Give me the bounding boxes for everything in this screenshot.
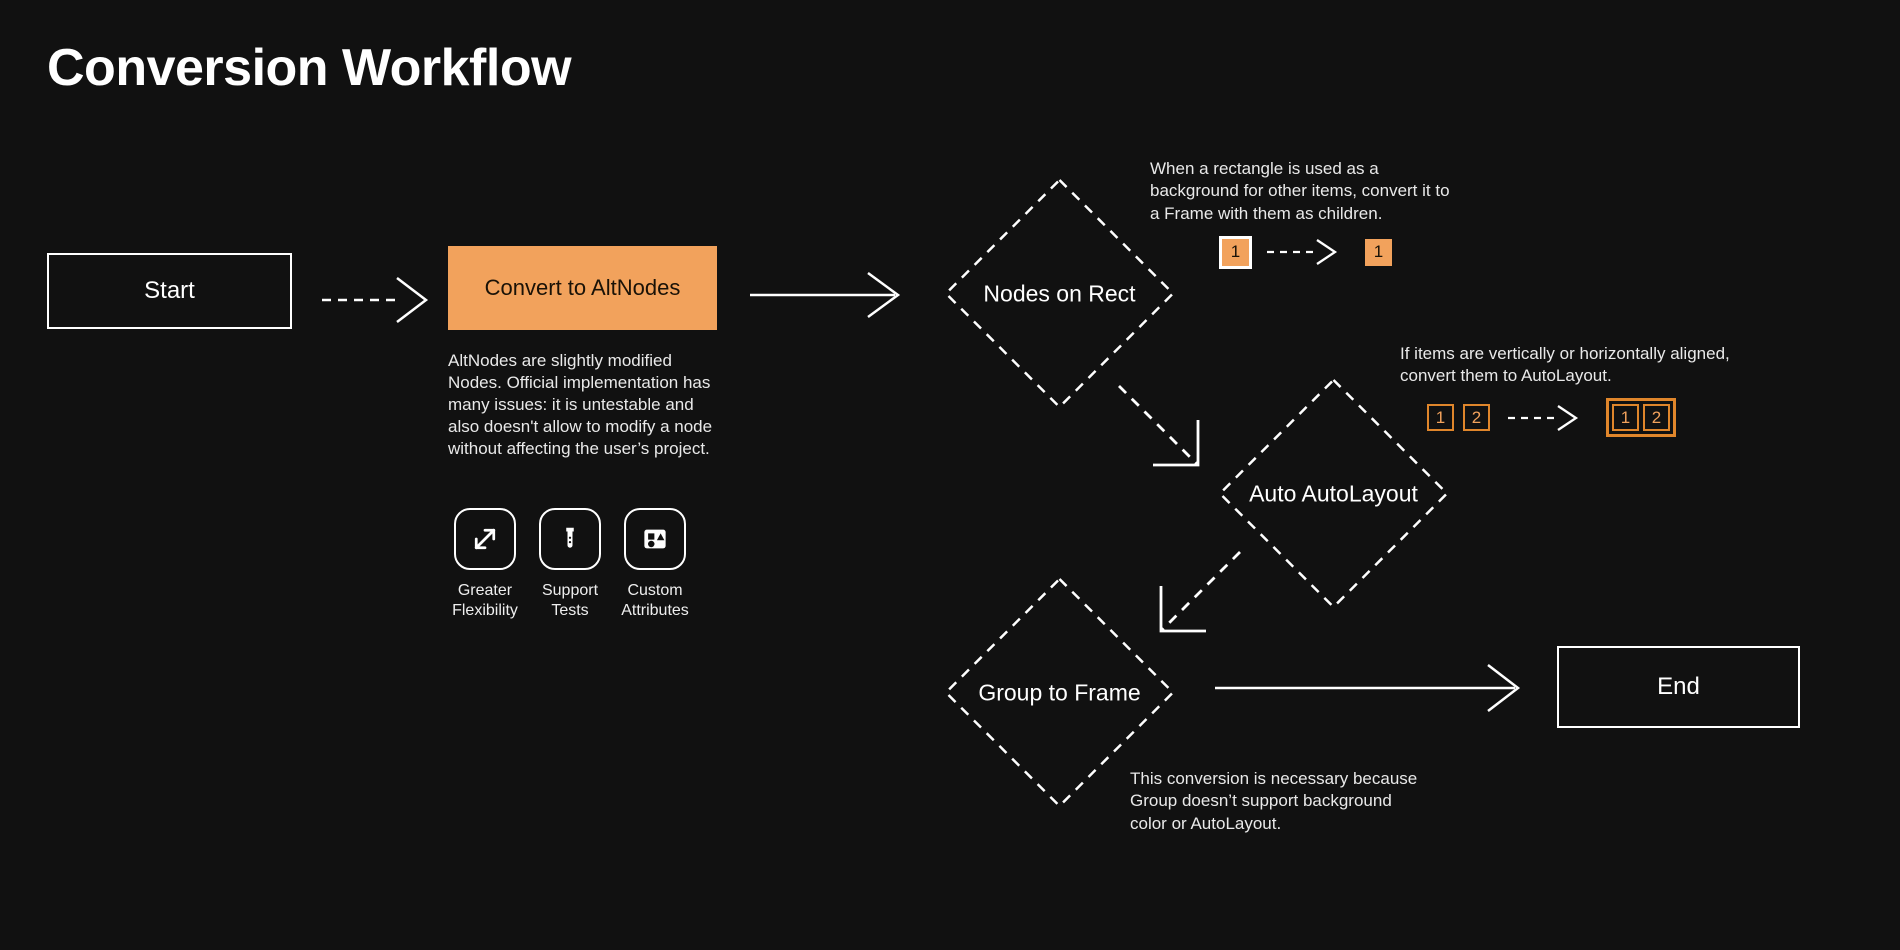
badge-group-after: 1 2 [1606, 398, 1676, 437]
edge-auto-autolayout-to-group-to-frame [1140, 548, 1250, 653]
feature-support-tests[interactable]: Support Tests [537, 508, 603, 621]
badge-row-rect: 1 1 [1219, 235, 1392, 269]
edge-nodes-on-rect-to-auto-autolayout [1115, 382, 1225, 487]
page-title: Conversion Workflow [47, 39, 572, 97]
feature-greater-flexibility[interactable]: Greater Flexibility [452, 508, 518, 621]
node-convert-to-altnodes[interactable]: Convert to AltNodes [448, 246, 717, 330]
node-start[interactable]: Start [47, 253, 292, 329]
node-auto-autolayout-label: Auto AutoLayout [1249, 480, 1418, 506]
node-end[interactable]: End [1557, 646, 1800, 728]
expand-arrows-icon [454, 508, 516, 570]
feature-label: Support Tests [541, 582, 599, 619]
feature-label: Custom Attributes [621, 582, 689, 619]
feature-list: Greater Flexibility Support Tests [452, 508, 689, 621]
note-auto-autolayout: If items are vertically or horizontally … [1400, 344, 1730, 386]
shapes-icon [624, 508, 686, 570]
node-group-to-frame-label: Group to Frame [978, 679, 1141, 705]
feature-label: Greater Flexibility [452, 582, 518, 619]
badge-arrow-icon [1508, 404, 1579, 431]
badge-before-2: 2 [1463, 404, 1490, 431]
badge-before-1: 1 [1427, 404, 1454, 431]
badge-group-before: 1 2 [1427, 404, 1490, 431]
note-nodes-on-rect: When a rectangle is used as a background… [1150, 159, 1450, 223]
badge-after-1: 1 [1612, 404, 1639, 431]
badge-row-layout: 1 2 1 2 [1427, 398, 1676, 437]
node-end-label: End [1657, 673, 1700, 700]
edge-start-to-convert [322, 275, 442, 325]
note-group-to-frame: This conversion is necessary because Gro… [1130, 769, 1418, 833]
node-nodes-on-rect[interactable]: Nodes on Rect [942, 176, 1177, 411]
node-nodes-on-rect-label: Nodes on Rect [983, 280, 1136, 306]
badge-after-2: 2 [1643, 404, 1670, 431]
node-start-label: Start [144, 277, 195, 304]
edge-convert-to-nodes-on-rect [750, 270, 920, 320]
node-group-to-frame[interactable]: Group to Frame [942, 575, 1177, 810]
node-convert-label: Convert to AltNodes [484, 275, 681, 300]
feature-custom-attributes[interactable]: Custom Attributes [621, 508, 689, 621]
node-auto-autolayout[interactable]: Auto AutoLayout [1216, 376, 1451, 611]
test-tube-icon [539, 508, 601, 570]
badge-after-1: 1 [1365, 238, 1392, 266]
edge-group-to-frame-to-end [1215, 662, 1545, 714]
convert-description: AltNodes are slightly modified Nodes. Of… [448, 351, 713, 459]
badge-before-1: 1 [1219, 235, 1252, 269]
badge-arrow-icon [1267, 239, 1338, 265]
